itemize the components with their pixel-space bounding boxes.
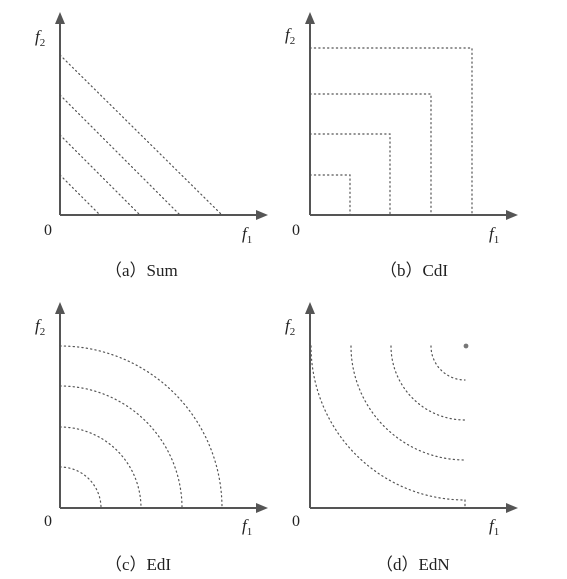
panel-d-y-arrow xyxy=(305,302,315,314)
panel-c-caption: （c）EdI xyxy=(105,555,171,574)
panel-b-cdi: f2 f1 0 （b）CdI xyxy=(285,12,518,280)
panel-d-x-axis-label: f1 xyxy=(489,516,499,538)
panel-d-level-arc xyxy=(350,345,466,461)
panel-b-x-axis-label: f1 xyxy=(489,224,499,246)
panel-d-origin-label: 0 xyxy=(292,513,300,530)
panel-c-origin-label: 0 xyxy=(44,513,52,530)
panel-a-y-arrow xyxy=(55,12,65,24)
panel-b-level-contour xyxy=(309,174,351,216)
panel-a-x-arrow xyxy=(256,210,268,220)
panel-c-level-arc xyxy=(59,385,183,509)
panel-d-level-arc xyxy=(310,345,466,501)
panel-c-edi: f2 f1 0 （c）EdI xyxy=(35,302,268,574)
panel-c-level-arc xyxy=(59,466,102,509)
panel-d-nadir-point xyxy=(463,343,469,349)
panel-a-origin-label: 0 xyxy=(44,222,52,239)
panel-d-level-arc xyxy=(390,345,466,421)
panel-c-y-axis-label: f2 xyxy=(35,316,45,338)
panel-d-y-axis-label: f2 xyxy=(285,316,295,338)
panel-b-level-contour xyxy=(309,47,473,216)
panel-c-level-arc xyxy=(59,345,223,509)
panel-d-edn: f2 f1 0 （d）EdN xyxy=(285,302,518,574)
panel-a-y-axis-label: f2 xyxy=(35,27,45,49)
panel-a-level-line xyxy=(59,54,223,216)
panel-b-origin-label: 0 xyxy=(292,222,300,239)
panel-a-caption: （a）Sum xyxy=(105,261,178,280)
panel-c-y-arrow xyxy=(55,302,65,314)
panel-a-level-line xyxy=(59,174,101,216)
panel-a-x-axis-label: f1 xyxy=(242,224,252,246)
panel-b-y-arrow xyxy=(305,12,315,24)
panel-b-caption: （b）CdI xyxy=(380,261,448,280)
panel-d-caption: （d）EdN xyxy=(376,555,450,574)
panel-a-sum: f2 f1 0 （a）Sum xyxy=(35,12,268,280)
panel-d-level-arc xyxy=(430,345,466,381)
panel-b-x-arrow xyxy=(506,210,518,220)
panel-b-y-axis-label: f2 xyxy=(285,25,295,47)
panel-a-level-line xyxy=(59,94,181,216)
panel-d-x-arrow xyxy=(506,503,518,513)
panel-c-level-arc xyxy=(59,426,142,509)
panel-c-x-arrow xyxy=(256,503,268,513)
panel-b-level-contour xyxy=(309,133,391,216)
panel-b-level-contour xyxy=(309,93,432,216)
panel-a-level-line xyxy=(59,134,141,216)
panel-c-x-axis-label: f1 xyxy=(242,516,252,538)
